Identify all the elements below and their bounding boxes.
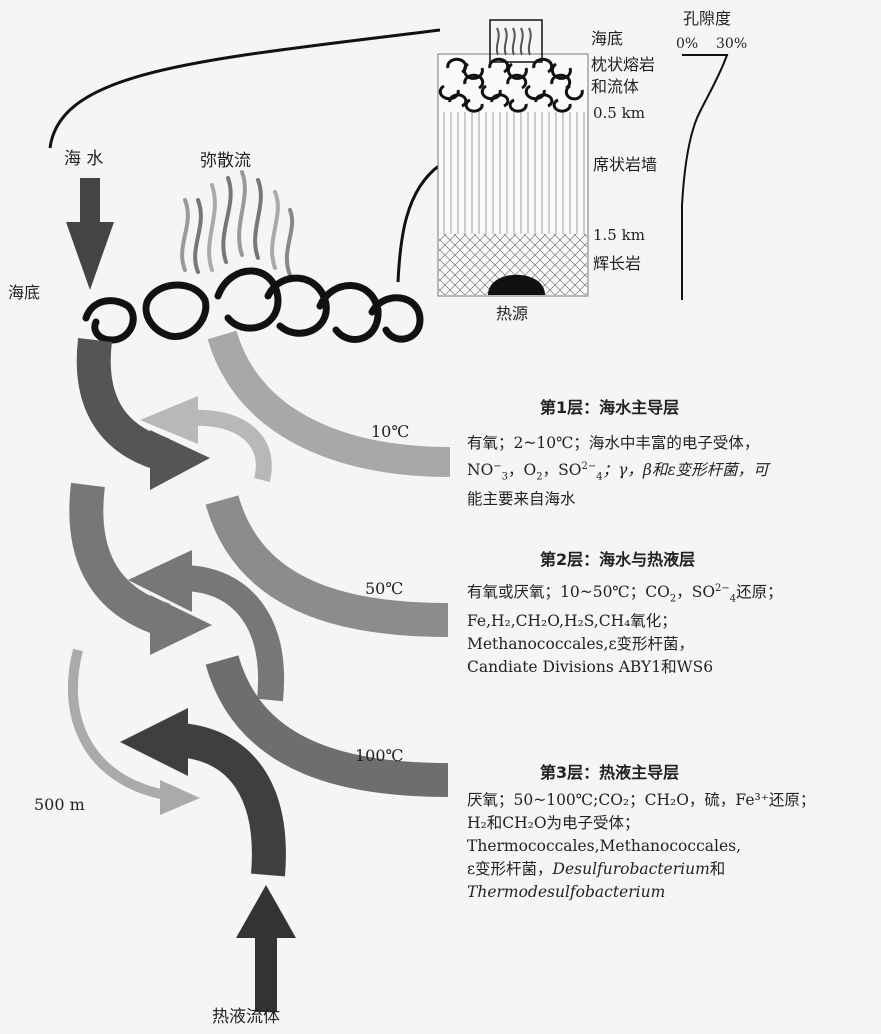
layer3-desc: 厌氧；50~100℃;CO₂；CH₂O，硫，Fe³⁺还原； H₂和CH₂O为电子… [467, 789, 815, 904]
layer2-upflow [184, 565, 285, 702]
zoom-connector-line-2 [396, 163, 441, 283]
layer3-line1: 厌氧；50~100℃;CO₂；CH₂O，硫，Fe³⁺还原； [467, 791, 816, 809]
depth-500m-label: 500 m [34, 795, 85, 814]
porosity-0-label: 0% [676, 36, 698, 52]
inset-seafloor-label: 海底 [591, 29, 623, 48]
layer1-flows [76, 330, 451, 490]
heat-source-shape [488, 274, 545, 295]
layer1-downflow-head [150, 430, 210, 490]
layer3-upflow-head [120, 708, 188, 776]
seawater-label: 海 水 [64, 149, 103, 169]
seafloor-label-left: 海底 [8, 283, 40, 302]
layer3-thin-downflow-head [160, 780, 200, 815]
layer3-line2: H₂和CH₂O为电子受体； [467, 814, 640, 832]
temp-10-label: 10℃ [371, 422, 409, 441]
layer1-line2: NO−3，O2，SO2−4；γ，β和ε变形杆菌，可 [467, 461, 769, 483]
zoom-connector-line [48, 28, 441, 149]
layer2-title: 第2层：海水与热液层 [540, 550, 696, 569]
layer1-seawater-inflow [207, 330, 451, 477]
layer3-line5: Thermodesulfobacterium [467, 883, 666, 901]
layer2-line1: 有氧或厌氧；10~50℃；CO2，SO2−4还原； [467, 583, 783, 605]
layer2-downflow-head [150, 595, 212, 655]
diffuse-flow-label: 弥散流 [200, 151, 251, 171]
layer3-thin-downflow [67, 648, 166, 800]
diffuse-flow-lines [180, 170, 295, 277]
pillow-lava-label-1: 枕状熔岩 [591, 55, 655, 74]
depth-15km-label: 1.5 km [593, 226, 645, 244]
layer1-desc: 有氧；2~10℃；海水中丰富的电子受体， NO−3，O2，SO2−4；γ，β和ε… [467, 432, 769, 511]
crust-inset [437, 19, 729, 300]
vent-box [489, 19, 543, 63]
layer3-title: 第3层：热液主导层 [540, 763, 680, 782]
layer3-line4: ε变形杆菌，Desulfurobacterium和 [467, 860, 726, 878]
layer2-seawater-inflow [205, 494, 449, 637]
heat-source-label: 热源 [496, 304, 528, 323]
layer3-line3: Thermococcales,Methanococcales, [467, 837, 741, 855]
layer1-upflow [189, 409, 272, 482]
layer2-desc: 有氧或厌氧；10~50℃；CO2，SO2−4还原； Fe,H₂,CH₂O,H₂S… [467, 577, 783, 679]
temp-50-label: 50℃ [365, 579, 403, 598]
layer3-flows [67, 648, 449, 877]
layer1-downflow [76, 338, 171, 472]
temp-100-label: 100℃ [355, 746, 403, 765]
pillow-lava-cluster [438, 57, 584, 113]
porosity-title: 孔隙度 [683, 9, 731, 28]
layer1-line3: 能主要来自海水 [467, 490, 576, 509]
porosity-30-label: 30% [716, 36, 747, 52]
layer2-line4: Candiate Divisions ABY1和WS6 [467, 658, 714, 677]
layer3-fluid-inflow [205, 654, 449, 797]
layer2-upflow-head [128, 550, 192, 612]
hydrothermal-fluid-label: 热液流体 [212, 1007, 280, 1027]
depth-05km-label: 0.5 km [593, 104, 645, 122]
layer2-line3: Methanococcales,ε变形杆菌， [467, 635, 694, 654]
layer1-line1: 有氧；2~10℃；海水中丰富的电子受体， [467, 434, 760, 452]
sheeted-dike-zone [439, 112, 587, 234]
layer2-flows [69, 482, 449, 702]
gabbro-label: 辉长岩 [593, 254, 641, 273]
layer2-line2: Fe,H₂,CH₂O,H₂S,CH₄氧化； [467, 612, 677, 631]
vent-plume-lines [495, 27, 532, 56]
layer1-upflow-head [140, 396, 198, 444]
hydrothermal-arrow [236, 885, 296, 1012]
porosity-profile [681, 54, 729, 300]
layer1-title: 第1层：海水主导层 [540, 398, 680, 417]
pillow-lava-label-2: 和流体 [591, 77, 639, 96]
layer3-upflow [177, 723, 286, 877]
sheeted-dikes-label: 席状岩墙 [593, 155, 657, 174]
porosity-curve [681, 54, 729, 300]
seawater-arrow [66, 178, 114, 290]
layer2-downflow [69, 482, 171, 637]
pillow-lava-row [82, 267, 424, 344]
